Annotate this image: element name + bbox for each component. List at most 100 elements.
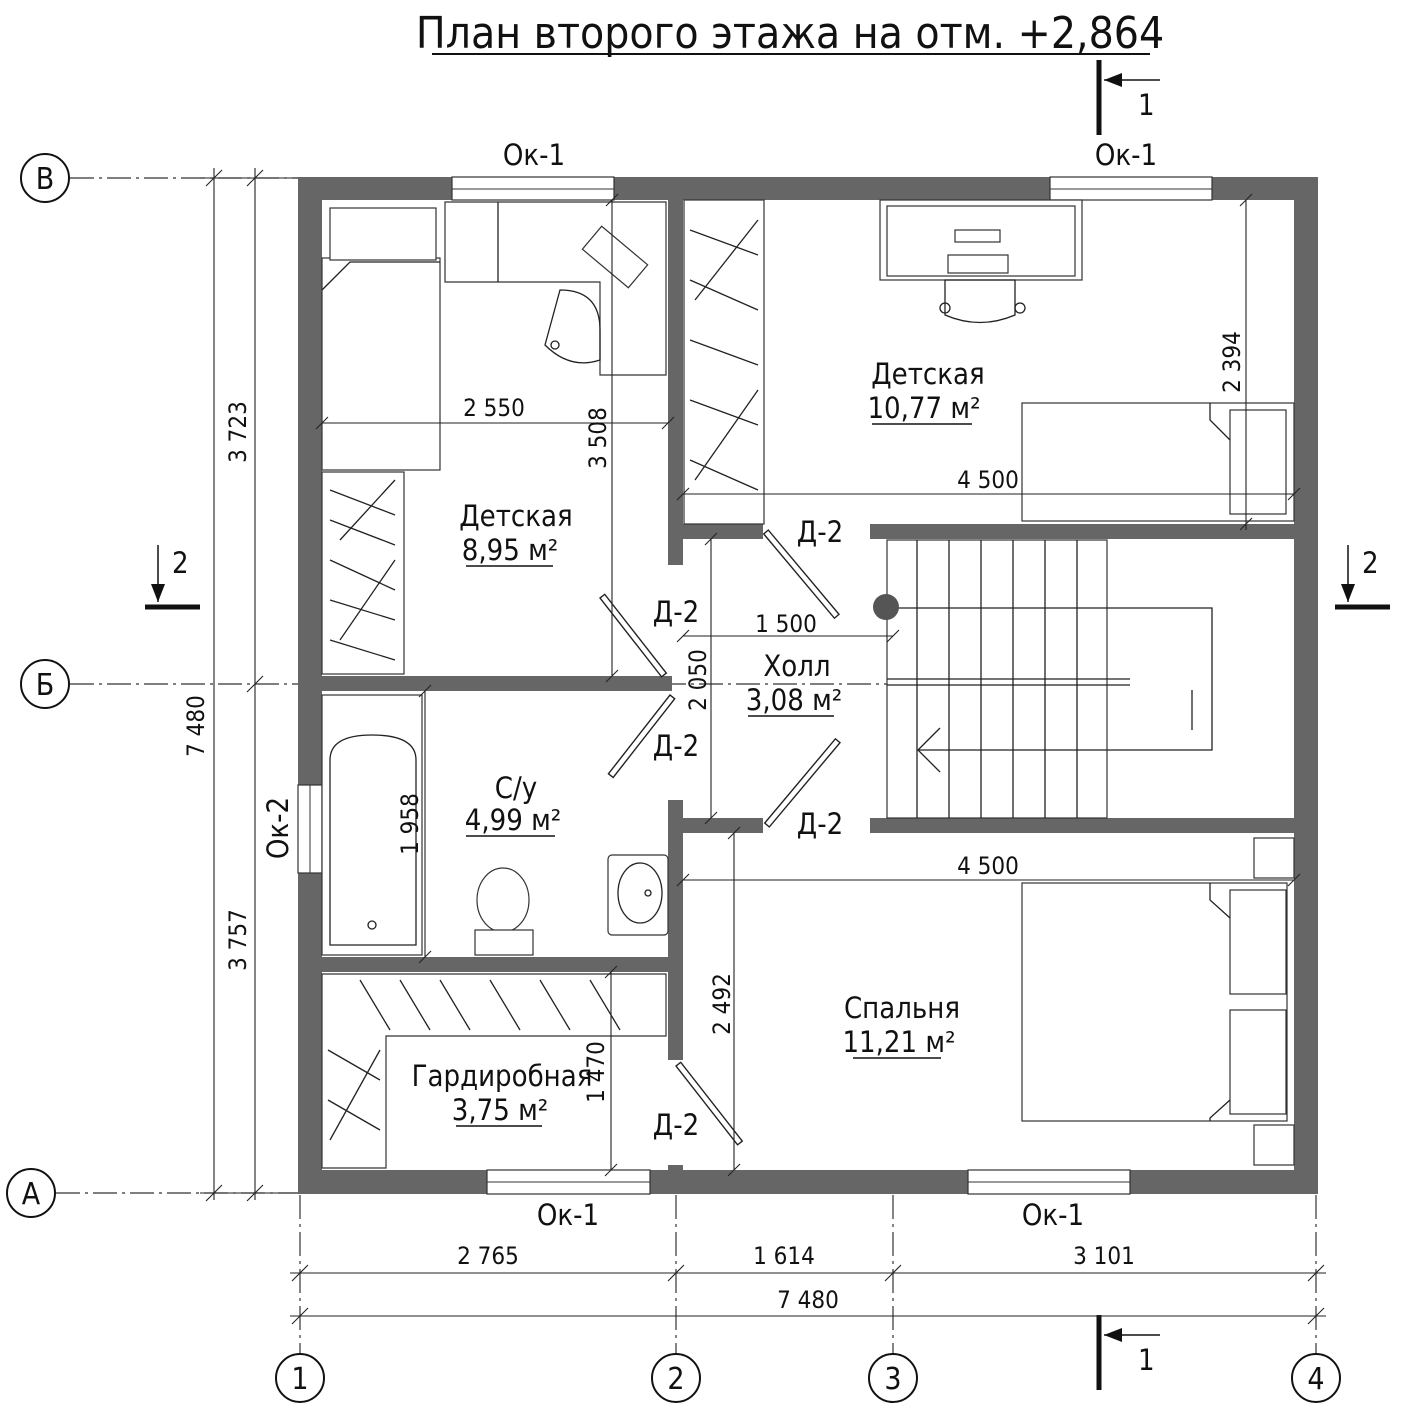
bed-left xyxy=(321,207,441,471)
svg-text:3,75 м²: 3,75 м² xyxy=(452,1093,549,1127)
dim-1500: 1 500 xyxy=(676,610,900,643)
svg-text:11,21 м²: 11,21 м² xyxy=(842,1025,955,1059)
section-mark-2-right: 2 xyxy=(1335,545,1390,610)
svg-text:3: 3 xyxy=(884,1362,901,1397)
dim-4500-bottom: 4 500 xyxy=(676,852,1301,887)
axis-marker-3: 3 xyxy=(868,1353,918,1403)
axis-marker-4: 4 xyxy=(1291,1353,1341,1403)
window-top-left xyxy=(451,176,615,201)
door-bathroom xyxy=(607,694,676,779)
svg-text:3 757: 3 757 xyxy=(224,909,252,971)
window-bottom-left xyxy=(486,1169,651,1195)
svg-text:4 500: 4 500 xyxy=(957,466,1019,494)
window-label-ok1: Ок-1 xyxy=(1022,1198,1084,1232)
dim-2394: 2 394 xyxy=(1218,193,1253,531)
bed-master xyxy=(1021,837,1295,1166)
axis-marker-2: 2 xyxy=(651,1353,701,1403)
svg-text:10,77 м²: 10,77 м² xyxy=(867,391,980,425)
door-closet xyxy=(675,1061,744,1146)
axis-marker-a: А xyxy=(6,1168,56,1218)
svg-text:2: 2 xyxy=(172,546,189,580)
svg-text:1 958: 1 958 xyxy=(396,793,424,855)
room-closet: Гардиробная 3,75 м² xyxy=(412,1059,593,1127)
room-bathroom: С/у 4,99 м² xyxy=(465,771,562,837)
desk-left xyxy=(444,201,667,376)
axis-marker-b: Б xyxy=(20,659,70,709)
door-hall-top xyxy=(762,529,840,620)
dim-1470: 1 470 xyxy=(582,965,618,1177)
svg-text:4: 4 xyxy=(1307,1362,1324,1397)
wardrobe-left xyxy=(321,471,405,675)
svg-text:7 480: 7 480 xyxy=(777,1286,839,1314)
window-bottom-right xyxy=(967,1169,1131,1195)
dim-3508: 3 508 xyxy=(584,193,619,683)
svg-text:3,08 м²: 3,08 м² xyxy=(746,683,843,717)
wardrobe-closet xyxy=(321,973,667,1169)
sink xyxy=(607,854,669,936)
svg-text:2 050: 2 050 xyxy=(684,649,712,711)
plan-title: План второго этажа на отм. +2,864 xyxy=(416,8,1164,59)
walls xyxy=(298,177,1318,1194)
svg-text:1 500: 1 500 xyxy=(755,610,817,638)
room-hall: Холл 3,08 м² xyxy=(746,649,843,717)
dim-bottom-chain: 2 765 1 614 3 101 xyxy=(290,1242,1326,1282)
window-label-ok1: Ок-1 xyxy=(503,138,565,172)
svg-text:2 394: 2 394 xyxy=(1218,331,1246,393)
dim-bottom-total: 7 480 xyxy=(290,1286,1326,1325)
svg-text:8,95 м²: 8,95 м² xyxy=(462,533,559,567)
svg-text:Гардиробная: Гардиробная xyxy=(412,1059,593,1093)
svg-text:1 470: 1 470 xyxy=(582,1041,610,1103)
svg-text:2: 2 xyxy=(667,1362,684,1397)
svg-text:1: 1 xyxy=(291,1362,308,1397)
svg-text:2 492: 2 492 xyxy=(708,973,736,1035)
svg-text:С/у: С/у xyxy=(495,771,537,805)
bathtub xyxy=(321,694,423,956)
svg-text:2 550: 2 550 xyxy=(463,394,525,422)
section-mark-1-top: 1 xyxy=(1096,60,1160,135)
door-label: Д-2 xyxy=(653,595,699,629)
axis-marker-1: 1 xyxy=(275,1353,325,1403)
svg-text:Детская: Детская xyxy=(871,357,984,391)
window-label-ok1: Ок-1 xyxy=(537,1198,599,1232)
section-mark-2-left: 2 xyxy=(145,545,200,610)
room-kids-1: Детская 8,95 м² xyxy=(459,499,572,567)
staircase xyxy=(873,539,1213,819)
room-kids-2: Детская 10,77 м² xyxy=(867,357,984,425)
door-label: Д-2 xyxy=(653,729,699,763)
svg-text:2: 2 xyxy=(1362,546,1379,580)
dim-2492: 2 492 xyxy=(708,826,741,1177)
door-hall-bottom xyxy=(763,737,841,828)
door-label: Д-2 xyxy=(797,807,843,841)
svg-text:Б: Б xyxy=(36,668,55,703)
svg-text:1: 1 xyxy=(1138,88,1155,122)
svg-text:1 614: 1 614 xyxy=(753,1242,815,1270)
svg-text:4 500: 4 500 xyxy=(957,852,1019,880)
svg-text:А: А xyxy=(22,1177,41,1212)
svg-text:Спальня: Спальня xyxy=(844,991,960,1025)
dim-left-total: 7 480 xyxy=(182,168,298,1202)
wardrobe-right xyxy=(683,199,765,525)
axis-marker-v: В xyxy=(20,153,70,203)
window-label-ok2: Ок-2 xyxy=(261,797,295,859)
window-label-ok1: Ок-1 xyxy=(1095,138,1157,172)
door-kids-left xyxy=(599,593,668,678)
dim-4500-top: 4 500 xyxy=(676,466,1301,501)
desk-right xyxy=(879,199,1083,324)
svg-text:4,99 м²: 4,99 м² xyxy=(465,803,562,837)
svg-text:3 723: 3 723 xyxy=(224,401,252,463)
section-mark-1-bottom: 1 xyxy=(1096,1315,1160,1390)
bed-right-kids xyxy=(1021,402,1295,522)
toilet xyxy=(474,867,534,956)
svg-text:3 508: 3 508 xyxy=(584,407,612,469)
svg-text:2 765: 2 765 xyxy=(457,1242,519,1270)
door-label: Д-2 xyxy=(653,1108,699,1142)
svg-text:В: В xyxy=(36,162,55,197)
dim-2550: 2 550 xyxy=(315,394,675,430)
svg-text:Холл: Холл xyxy=(763,649,830,683)
dim-left-upper: 3 723 xyxy=(224,168,264,1202)
svg-text:1: 1 xyxy=(1138,1343,1155,1377)
svg-text:7 480: 7 480 xyxy=(182,695,210,757)
riser-column xyxy=(873,594,899,620)
room-bedroom: Спальня 11,21 м² xyxy=(842,991,960,1059)
